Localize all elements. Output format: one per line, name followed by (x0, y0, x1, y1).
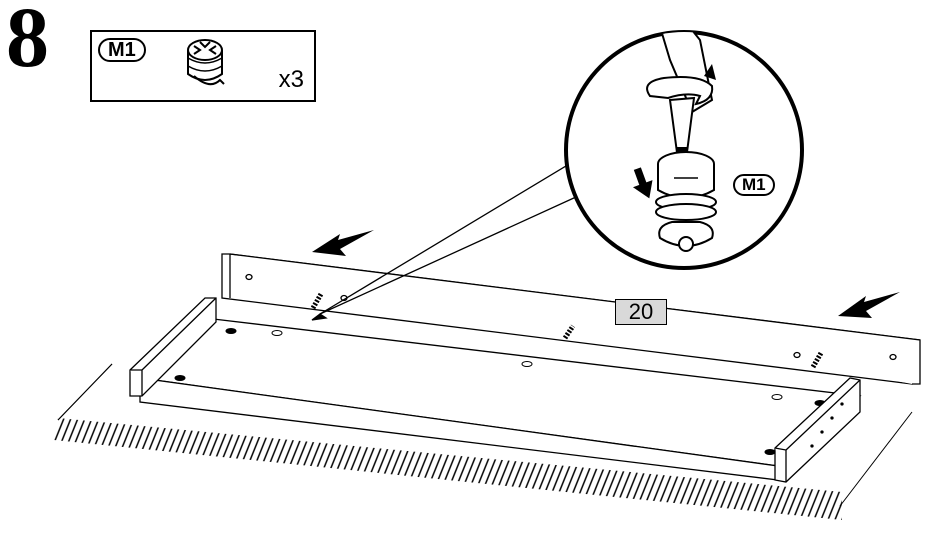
panel-number-label: 20 (615, 299, 667, 325)
back-panel (221, 253, 921, 385)
step-number: 8 (6, 0, 49, 85)
part-quantity: x3 (278, 66, 304, 93)
cam-lock-fitting-icon (187, 39, 225, 86)
part-code-label: M1 (98, 38, 146, 62)
zoom-part-code-label: M1 (733, 174, 775, 196)
floor-outline (57, 363, 913, 507)
right-end-panel (774, 377, 861, 483)
parts-box: M1 x3 (90, 30, 316, 102)
bottom-panel-holes (174, 328, 826, 455)
zoom-detail-content (632, 32, 717, 252)
dowel-pins (310, 292, 824, 369)
cam-fitting-detail (655, 151, 717, 252)
left-end-panel (129, 297, 217, 397)
floor-hatching (54, 418, 842, 520)
push-arrow-right-icon (838, 292, 900, 318)
rotate-arrow-icon (646, 76, 714, 106)
down-arrow-icon (632, 167, 653, 199)
push-arrow-left-icon (312, 230, 374, 256)
